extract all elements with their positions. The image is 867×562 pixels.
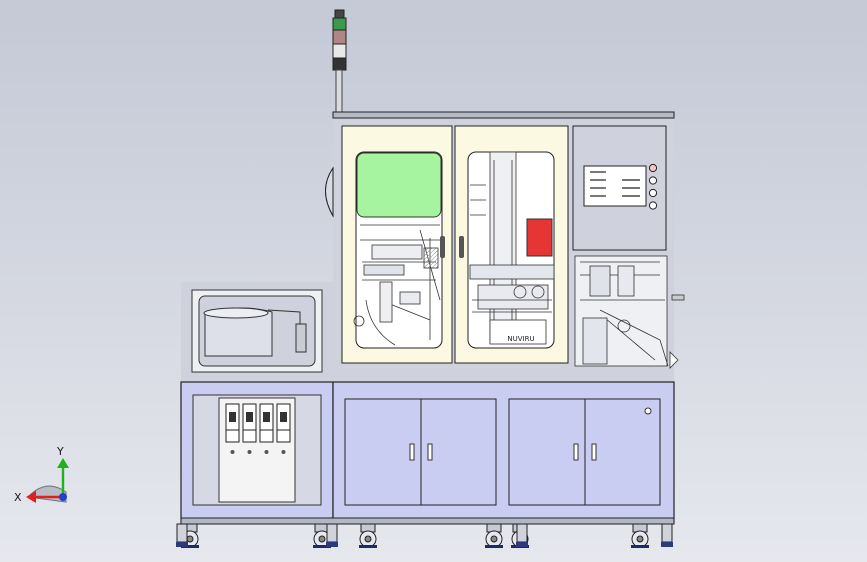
cabinet-door-4 [584, 398, 661, 506]
lock-icon [644, 407, 652, 415]
signal-tower [332, 9, 347, 119]
panel-button-icon[interactable] [648, 188, 658, 198]
leveling-foot [516, 523, 528, 547]
side-wheel [325, 166, 334, 218]
door-handle [573, 443, 579, 461]
panel-buttons [648, 163, 658, 210]
caster-wheel [631, 523, 649, 548]
right-handle [459, 236, 464, 258]
terminal [230, 450, 235, 454]
breaker-switches [225, 403, 291, 454]
hmi-lines [590, 171, 640, 197]
terminal [247, 450, 252, 454]
right-mechanism [469, 151, 555, 345]
panel-button-icon[interactable] [648, 163, 658, 173]
tower-light-green [332, 17, 347, 31]
caster-wheel [485, 523, 503, 548]
breaker-switch [259, 403, 274, 454]
x-arrow-head [26, 491, 36, 503]
left-handle [440, 236, 445, 258]
terminal [281, 450, 286, 454]
axis-triad: Y X [14, 445, 69, 504]
feeder-unit [180, 282, 334, 523]
breaker-switch [242, 403, 257, 454]
panel-button-icon[interactable] [648, 201, 658, 210]
casters [176, 523, 673, 548]
hmi-screen [583, 165, 647, 207]
terminal [264, 450, 269, 454]
left-mechanism [353, 224, 441, 346]
door-handle [409, 443, 415, 461]
breaker-switch [225, 403, 240, 454]
tower-pole [335, 69, 343, 119]
base-rail [180, 517, 675, 525]
cabinet-door-2 [420, 398, 497, 506]
y-label: Y [56, 445, 64, 458]
breaker-switch [276, 403, 291, 454]
tower-light-white [332, 43, 347, 59]
y-arrow-head [57, 458, 69, 468]
x-label: X [14, 491, 22, 504]
door-handle [591, 443, 597, 461]
window-label: NUVIRU [507, 335, 534, 343]
tower-light-red [332, 29, 347, 45]
leveling-foot [176, 523, 188, 547]
red-block [526, 218, 553, 257]
door-handle [427, 443, 433, 461]
tower-base [332, 57, 347, 71]
z-axis [59, 493, 67, 501]
leveling-foot [326, 523, 338, 547]
right-side-mechanism [574, 255, 685, 369]
green-screen [356, 152, 442, 218]
tower-cap [334, 9, 345, 19]
caster-wheel [359, 523, 377, 548]
cabinet-door-1 [344, 398, 422, 506]
panel-button-icon[interactable] [648, 176, 658, 185]
main-frame: NUVIRU [180, 111, 685, 525]
leveling-foot [661, 523, 673, 547]
